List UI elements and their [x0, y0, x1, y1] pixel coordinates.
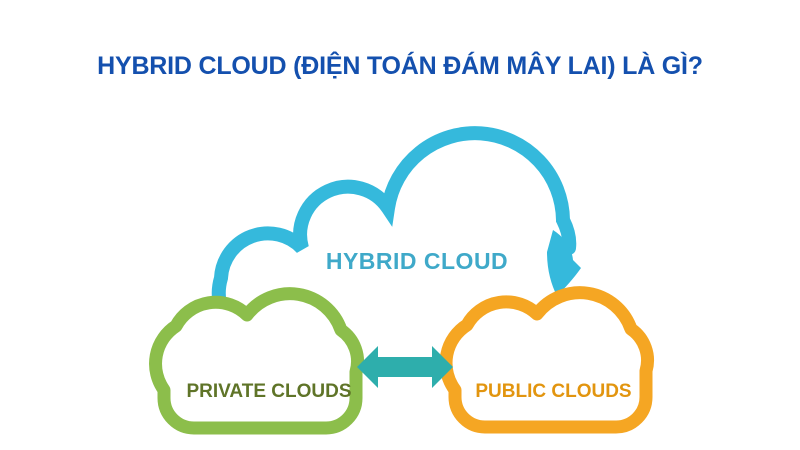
public-clouds-label: PUBLIC CLOUDS: [475, 381, 632, 402]
private-cloud-outline: [149, 287, 364, 435]
hybrid-cloud-label: HYBRID CLOUD: [325, 248, 509, 274]
hybrid-cloud-outline: [211, 126, 577, 329]
page-title: HYBRID CLOUD (ĐIỆN TOÁN ĐÁM MÂY LAI) LÀ …: [97, 52, 703, 80]
hybrid-cloud-tip: [547, 230, 581, 296]
double-headed-arrow-icon: [357, 346, 453, 388]
public-cloud-outline: [439, 286, 654, 434]
private-clouds-label: PRIVATE CLOUDS: [186, 381, 352, 402]
